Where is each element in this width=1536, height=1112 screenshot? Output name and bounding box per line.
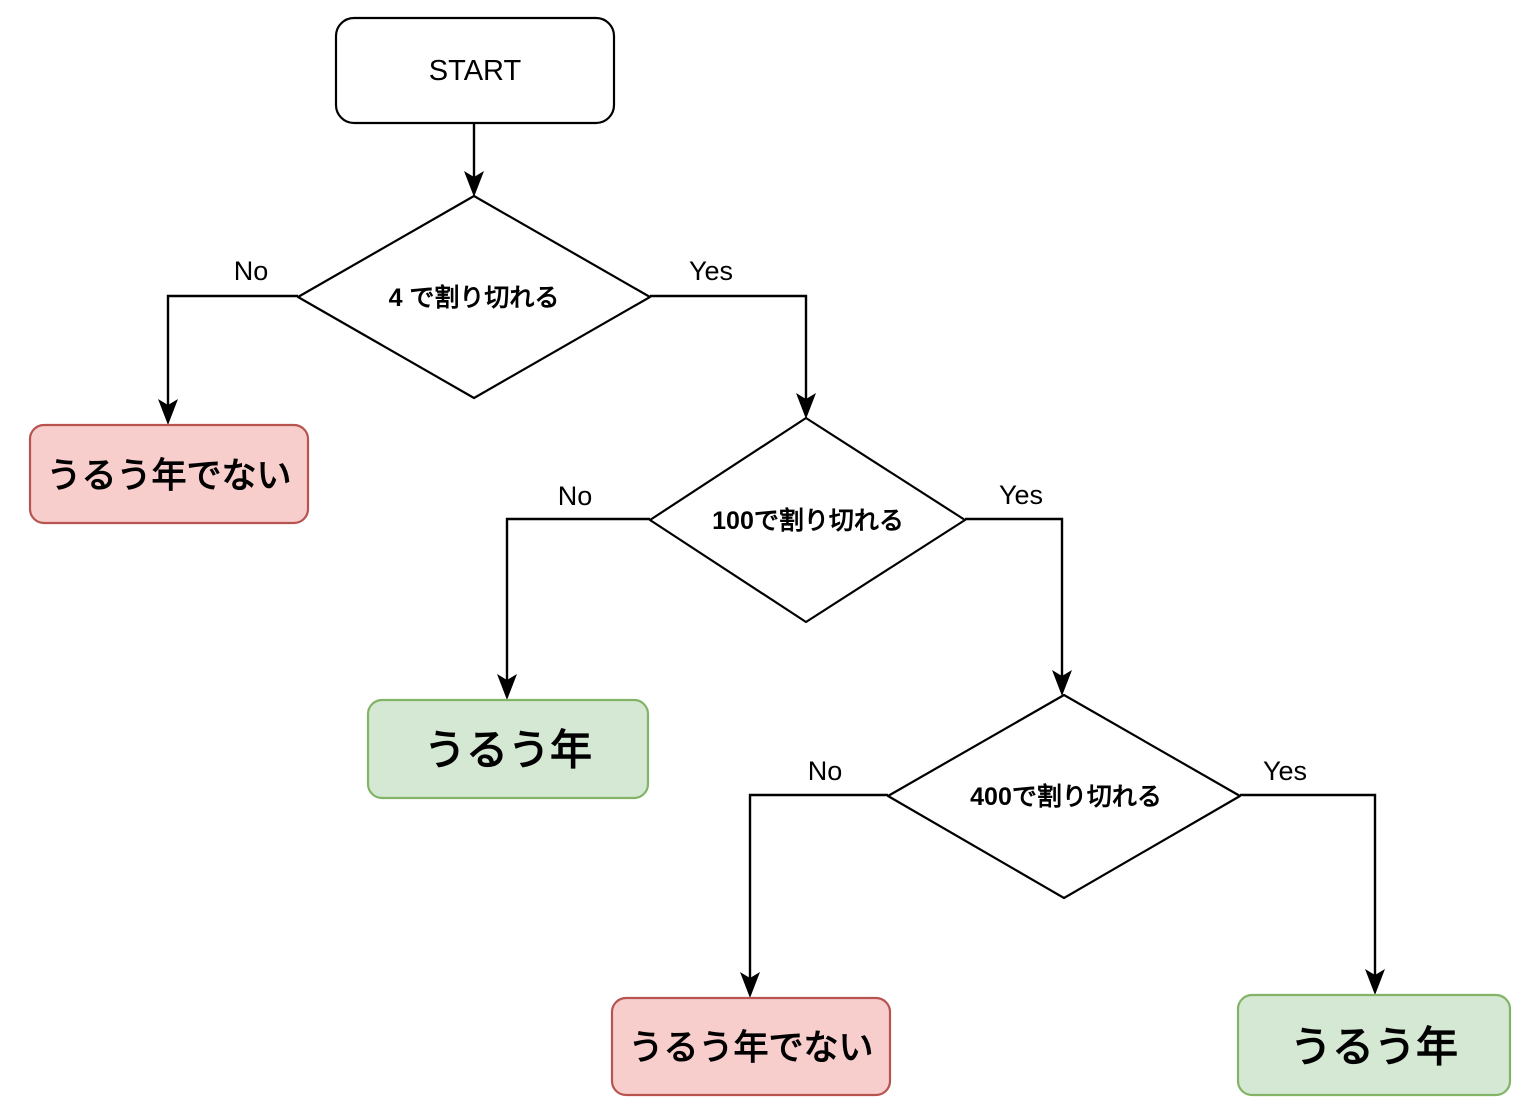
arrowhead-icon: [158, 399, 178, 425]
node-not-leap-year-1[interactable]: うるう年でない: [28, 423, 310, 525]
edge-label-decision4-no: No: [234, 256, 269, 286]
edge-label-decision400-no: No: [808, 756, 843, 786]
edge-label-decision100-no: No: [558, 481, 593, 511]
edge-decision100-no: [497, 517, 650, 700]
node-leap-year-2[interactable]: うるう年: [1236, 993, 1512, 1097]
node-not-leap-2-label: うるう年でない: [628, 1029, 873, 1068]
node-decision-4-label: 4 で割り切れる: [389, 283, 560, 312]
node-decision-400-label: 400で割り切れる: [970, 782, 1162, 811]
edge-start-to-decision4: [464, 123, 484, 197]
node-leap-year-1[interactable]: うるう年: [366, 698, 650, 800]
node-decision-divisible-by-400[interactable]: 400で割り切れる: [886, 693, 1242, 900]
edge-label-decision400-yes: Yes: [1263, 756, 1307, 786]
node-start[interactable]: START: [334, 16, 616, 125]
edge-label-decision4-yes: Yes: [689, 256, 733, 286]
node-decision-divisible-by-4[interactable]: 4 で割り切れる: [296, 194, 652, 400]
arrowhead-icon: [740, 972, 760, 998]
arrowhead-icon: [1052, 670, 1072, 696]
node-decision-divisible-by-100[interactable]: 100で割り切れる: [648, 416, 967, 624]
node-not-leap-year-2[interactable]: うるう年でない: [610, 996, 892, 1097]
node-not-leap-1-label: うるう年でない: [46, 457, 291, 496]
edge-decision4-no: [158, 294, 298, 425]
node-leap-1-label: うるう年: [424, 727, 592, 774]
arrowhead-icon: [796, 393, 816, 419]
edge-decision100-yes: [965, 517, 1072, 696]
node-leap-2-label: うるう年: [1290, 1024, 1458, 1071]
arrowhead-icon: [1365, 969, 1385, 995]
node-decision-100-label: 100で割り切れる: [712, 506, 904, 535]
arrowhead-icon: [464, 171, 484, 197]
edge-decision4-yes: [650, 294, 816, 419]
edge-decision400-yes: [1240, 793, 1385, 995]
edge-decision400-no: [740, 793, 888, 998]
arrowhead-icon: [497, 674, 517, 700]
node-start-label: START: [429, 55, 522, 87]
edge-label-decision100-yes: Yes: [999, 480, 1043, 510]
